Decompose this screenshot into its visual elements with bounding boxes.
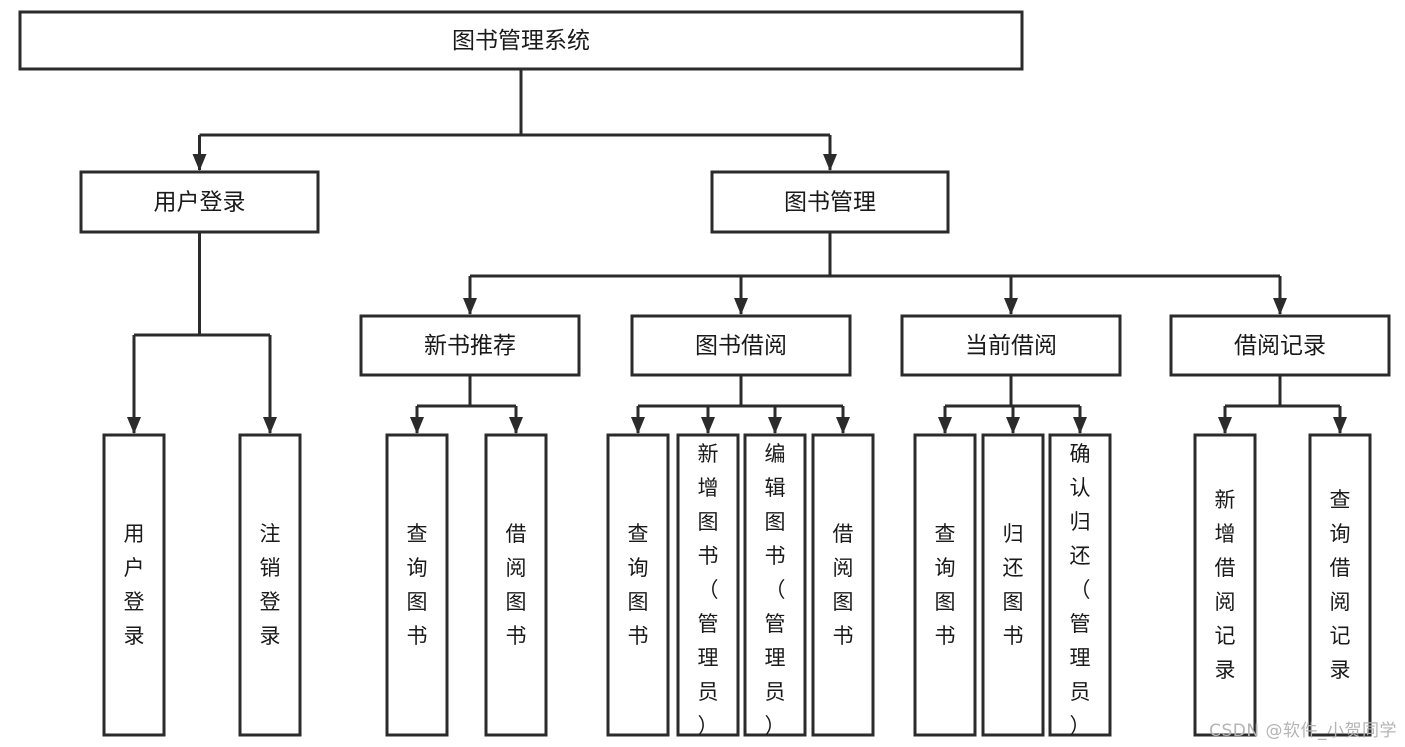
arrow-head-icon [192, 154, 207, 171]
node-box [743, 433, 807, 737]
node-box [630, 314, 852, 377]
node-box [1193, 433, 1257, 737]
node-box [359, 314, 581, 377]
csdn-watermark: CSDN @软件_小贺同学 [1209, 721, 1397, 741]
node-box [981, 433, 1045, 737]
arrow-head-icon [1004, 298, 1018, 315]
node-label: 查询图书 [407, 522, 428, 648]
arrow-head-icon [127, 417, 141, 434]
node-box [484, 433, 548, 737]
node-label: 新增图书（管理员） [698, 442, 719, 738]
node-label: 注销登录 [260, 522, 281, 648]
node-leaf-add-record[interactable]: 新增借阅记录 [1193, 433, 1257, 737]
node-label: 查询借阅记录 [1330, 488, 1351, 682]
node-leaf-logout[interactable]: 注销登录 [238, 433, 302, 737]
node-box [1048, 433, 1112, 737]
node-current-borrow[interactable]: 当前借阅 [900, 314, 1122, 377]
node-box [102, 433, 166, 737]
node-leaf-user-login[interactable]: 用户登录 [102, 433, 166, 737]
node-leaf-borrow-book-rec[interactable]: 借阅图书 [484, 433, 548, 737]
node-user-login[interactable]: 用户登录 [79, 170, 320, 234]
arrow-head-icon [410, 417, 424, 434]
arrow-head-icon [631, 417, 645, 434]
node-label: 图书管理系统 [452, 28, 590, 54]
node-label: 图书管理 [784, 190, 876, 216]
node-leaf-query-book-cur[interactable]: 查询图书 [913, 433, 977, 737]
arrow-head-icon [509, 417, 523, 434]
node-box [710, 170, 950, 234]
node-leaf-query-book-rec[interactable]: 查询图书 [385, 433, 449, 737]
arrow-head-icon [938, 417, 952, 434]
node-leaf-query-record[interactable]: 查询借阅记录 [1308, 433, 1372, 737]
arrow-head-icon [734, 298, 748, 315]
arrow-head-icon [263, 417, 277, 434]
node-box [811, 433, 875, 737]
node-label: 当前借阅 [965, 333, 1057, 359]
node-leaf-query-book-bor[interactable]: 查询图书 [606, 433, 670, 737]
node-label: 新书推荐 [424, 333, 516, 359]
arrow-head-icon [768, 417, 782, 434]
node-box [79, 170, 320, 234]
node-box [900, 314, 1122, 377]
node-label: 用户登录 [124, 522, 145, 648]
node-label: 确认归还（管理员） [1070, 442, 1091, 738]
node-label: 用户登录 [154, 190, 246, 216]
connector-layer [127, 69, 1347, 434]
node-label: 查询图书 [628, 522, 649, 648]
node-label: 借阅图书 [506, 522, 527, 648]
arrow-head-icon [1273, 298, 1287, 315]
arrow-head-icon [1218, 417, 1232, 434]
arrow-head-icon [836, 417, 850, 434]
node-box [606, 433, 670, 737]
node-leaf-edit-book[interactable]: 编辑图书（管理员） [743, 433, 807, 738]
node-label: 新增借阅记录 [1215, 488, 1236, 682]
arrow-head-icon [1006, 417, 1020, 434]
node-book-manage[interactable]: 图书管理 [710, 170, 950, 234]
node-box [238, 433, 302, 737]
node-box [676, 433, 740, 737]
arrow-head-icon [1073, 417, 1087, 434]
node-box [913, 433, 977, 737]
node-leaf-confirm-return[interactable]: 确认归还（管理员） [1048, 433, 1112, 738]
arrow-head-icon [1333, 417, 1347, 434]
node-root-system[interactable]: 图书管理系统 [18, 10, 1024, 71]
node-book-borrow[interactable]: 图书借阅 [630, 314, 852, 377]
node-label: 查询图书 [935, 522, 956, 648]
node-layer: 图书管理系统用户登录图书管理新书推荐图书借阅当前借阅借阅记录用户登录注销登录查询… [18, 10, 1391, 738]
node-label: 编辑图书（管理员） [765, 442, 786, 738]
node-label: 借阅图书 [833, 522, 854, 648]
node-label: 图书借阅 [695, 333, 787, 359]
node-box [1169, 314, 1391, 377]
node-borrow-record[interactable]: 借阅记录 [1169, 314, 1391, 377]
node-label: 借阅记录 [1234, 333, 1326, 359]
node-leaf-borrow-book-bor[interactable]: 借阅图书 [811, 433, 875, 737]
node-leaf-add-book[interactable]: 新增图书（管理员） [676, 433, 740, 738]
arrow-head-icon [701, 417, 715, 434]
node-box [18, 10, 1024, 71]
node-box [385, 433, 449, 737]
node-label: 归还图书 [1003, 522, 1024, 648]
arrow-head-icon [823, 154, 837, 171]
node-leaf-return-book[interactable]: 归还图书 [981, 433, 1045, 737]
arrow-head-icon [463, 298, 477, 315]
node-new-book-rec[interactable]: 新书推荐 [359, 314, 581, 377]
node-box [1308, 433, 1372, 737]
